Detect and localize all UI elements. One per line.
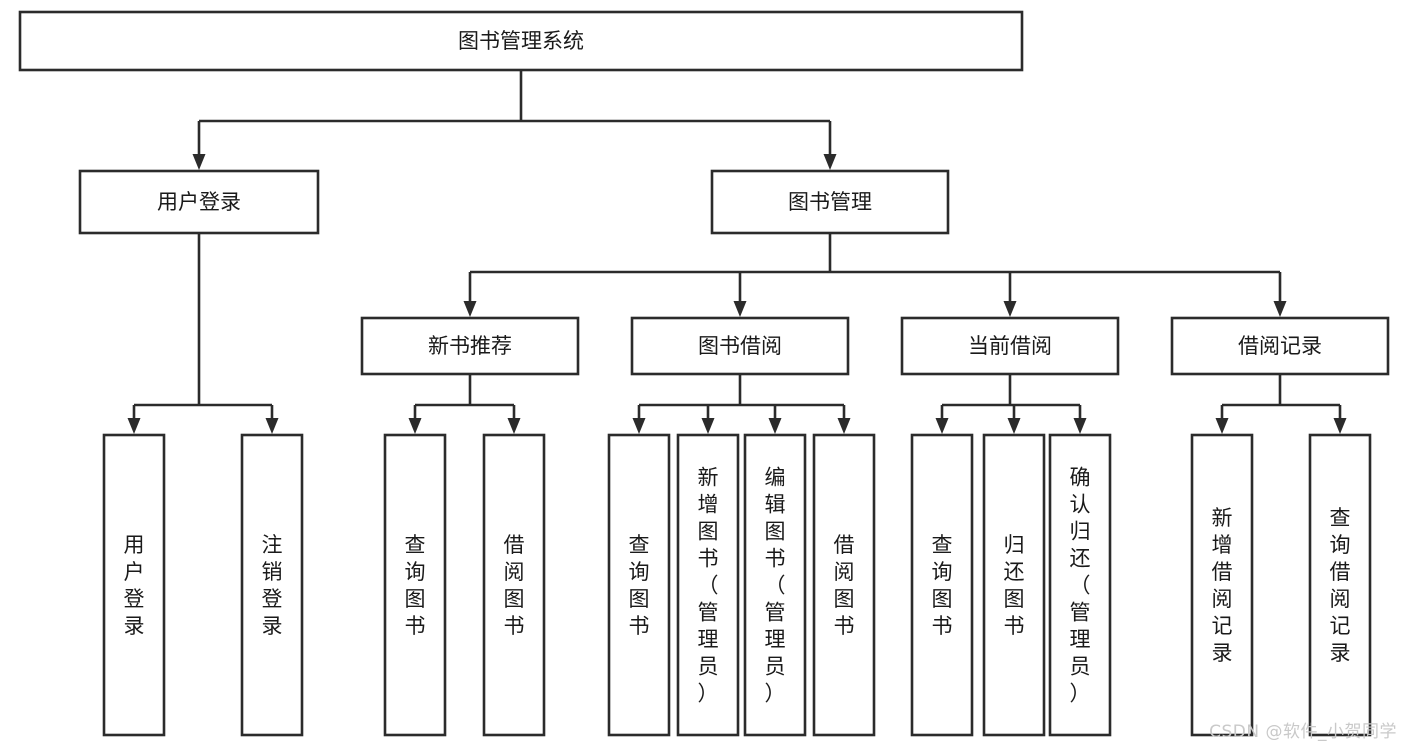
edge-arrowhead (127, 418, 141, 434)
node-label-leaf-borrow-book-1: 借阅图书 (504, 533, 525, 638)
node-box-leaf-edit-book (743, 433, 807, 737)
node-box-leaf-add-book (676, 433, 740, 737)
node-label-leaf-query-record: 查询借阅记录 (1330, 506, 1351, 665)
node-box-leaf-query-book-1 (383, 433, 447, 737)
node-box-new-book-rec (360, 316, 580, 376)
node-leaf-query-record[interactable]: 查询借阅记录 (1308, 433, 1372, 737)
edge-group-current-borrow (935, 374, 1087, 434)
edge-arrowhead (463, 301, 477, 317)
diagram-nodes-layer: 图书管理系统用户登录图书管理新书推荐图书借阅当前借阅借阅记录用户登录注销登录查询… (18, 10, 1390, 737)
edge-arrowhead (1333, 418, 1347, 434)
node-current-borrow[interactable]: 当前借阅 (900, 316, 1120, 376)
node-leaf-add-book[interactable]: 新增图书（管理员） (676, 433, 740, 737)
edge-group-user-login (127, 233, 279, 434)
node-box-user-login (78, 169, 320, 235)
connector-edges-layer (127, 70, 1347, 434)
node-leaf-logout[interactable]: 注销登录 (240, 433, 304, 737)
edge-group-root (192, 70, 837, 170)
node-user-login[interactable]: 用户登录 (78, 169, 320, 235)
edge-arrowhead (1273, 301, 1287, 317)
node-leaf-user-login[interactable]: 用户登录 (102, 433, 166, 737)
node-label-leaf-user-login: 用户登录 (124, 533, 145, 638)
node-root[interactable]: 图书管理系统 (18, 10, 1024, 72)
node-box-leaf-return-book (982, 433, 1046, 737)
node-label-borrow-record: 借阅记录 (1238, 334, 1322, 358)
node-box-leaf-query-book-2 (607, 433, 671, 737)
edge-arrowhead (265, 418, 279, 434)
node-leaf-return-book[interactable]: 归还图书 (982, 433, 1046, 737)
edge-arrowhead (935, 418, 949, 434)
node-label-leaf-add-record: 新增借阅记录 (1212, 506, 1233, 665)
node-leaf-confirm-return[interactable]: 确认归还（管理员） (1048, 433, 1112, 737)
edge-arrowhead (408, 418, 422, 434)
node-leaf-borrow-book-1[interactable]: 借阅图书 (482, 433, 546, 737)
edge-arrowhead (823, 154, 837, 170)
edge-arrowhead (837, 418, 851, 434)
node-label-leaf-query-book-1: 查询图书 (405, 533, 426, 638)
node-leaf-query-book-3[interactable]: 查询图书 (910, 433, 974, 737)
node-box-leaf-user-login (102, 433, 166, 737)
node-label-book-borrow: 图书借阅 (698, 334, 782, 358)
edge-arrowhead (507, 418, 521, 434)
edge-arrowhead (1007, 418, 1021, 434)
node-leaf-edit-book[interactable]: 编辑图书（管理员） (743, 433, 807, 737)
edge-group-book-manage (463, 233, 1287, 317)
node-label-user-login: 用户登录 (157, 190, 241, 214)
node-leaf-add-record[interactable]: 新增借阅记录 (1190, 433, 1254, 737)
node-box-leaf-logout (240, 433, 304, 737)
node-leaf-borrow-book-2[interactable]: 借阅图书 (812, 433, 876, 737)
node-book-borrow[interactable]: 图书借阅 (630, 316, 850, 376)
edge-group-new-book-rec (408, 374, 521, 434)
edge-arrowhead (1215, 418, 1229, 434)
node-box-book-manage (710, 169, 950, 235)
node-box-borrow-record (1170, 316, 1390, 376)
node-label-current-borrow: 当前借阅 (968, 334, 1052, 358)
node-box-leaf-query-book-3 (910, 433, 974, 737)
node-label-book-manage: 图书管理 (788, 190, 872, 214)
edge-arrowhead (768, 418, 782, 434)
edge-arrowhead (701, 418, 715, 434)
edge-arrowhead (632, 418, 646, 434)
node-label-leaf-query-book-3: 查询图书 (932, 533, 953, 638)
node-label-new-book-rec: 新书推荐 (428, 334, 512, 358)
node-label-leaf-return-book: 归还图书 (1004, 533, 1025, 638)
node-leaf-query-book-2[interactable]: 查询图书 (607, 433, 671, 737)
edge-arrowhead (1073, 418, 1087, 434)
node-label-leaf-confirm-return: 确认归还（管理员） (1070, 466, 1091, 706)
node-label-leaf-edit-book: 编辑图书（管理员） (765, 466, 786, 706)
edge-arrowhead (1003, 301, 1017, 317)
edge-group-borrow-record (1215, 374, 1347, 434)
node-box-book-borrow (630, 316, 850, 376)
node-box-leaf-add-record (1190, 433, 1254, 737)
node-label-root: 图书管理系统 (458, 29, 584, 53)
node-box-leaf-confirm-return (1048, 433, 1112, 737)
edge-group-book-borrow (632, 374, 851, 434)
node-box-leaf-borrow-book-2 (812, 433, 876, 737)
edge-arrowhead (733, 301, 747, 317)
node-box-leaf-query-record (1308, 433, 1372, 737)
node-box-leaf-borrow-book-1 (482, 433, 546, 737)
node-new-book-rec[interactable]: 新书推荐 (360, 316, 580, 376)
node-label-leaf-add-book: 新增图书（管理员） (698, 466, 719, 706)
node-label-leaf-borrow-book-2: 借阅图书 (834, 533, 855, 638)
node-leaf-query-book-1[interactable]: 查询图书 (383, 433, 447, 737)
node-book-manage[interactable]: 图书管理 (710, 169, 950, 235)
node-label-leaf-logout: 注销登录 (262, 533, 283, 638)
node-box-root (18, 10, 1024, 72)
node-label-leaf-query-book-2: 查询图书 (629, 533, 650, 638)
node-box-current-borrow (900, 316, 1120, 376)
node-borrow-record[interactable]: 借阅记录 (1170, 316, 1390, 376)
edge-arrowhead (192, 154, 206, 170)
